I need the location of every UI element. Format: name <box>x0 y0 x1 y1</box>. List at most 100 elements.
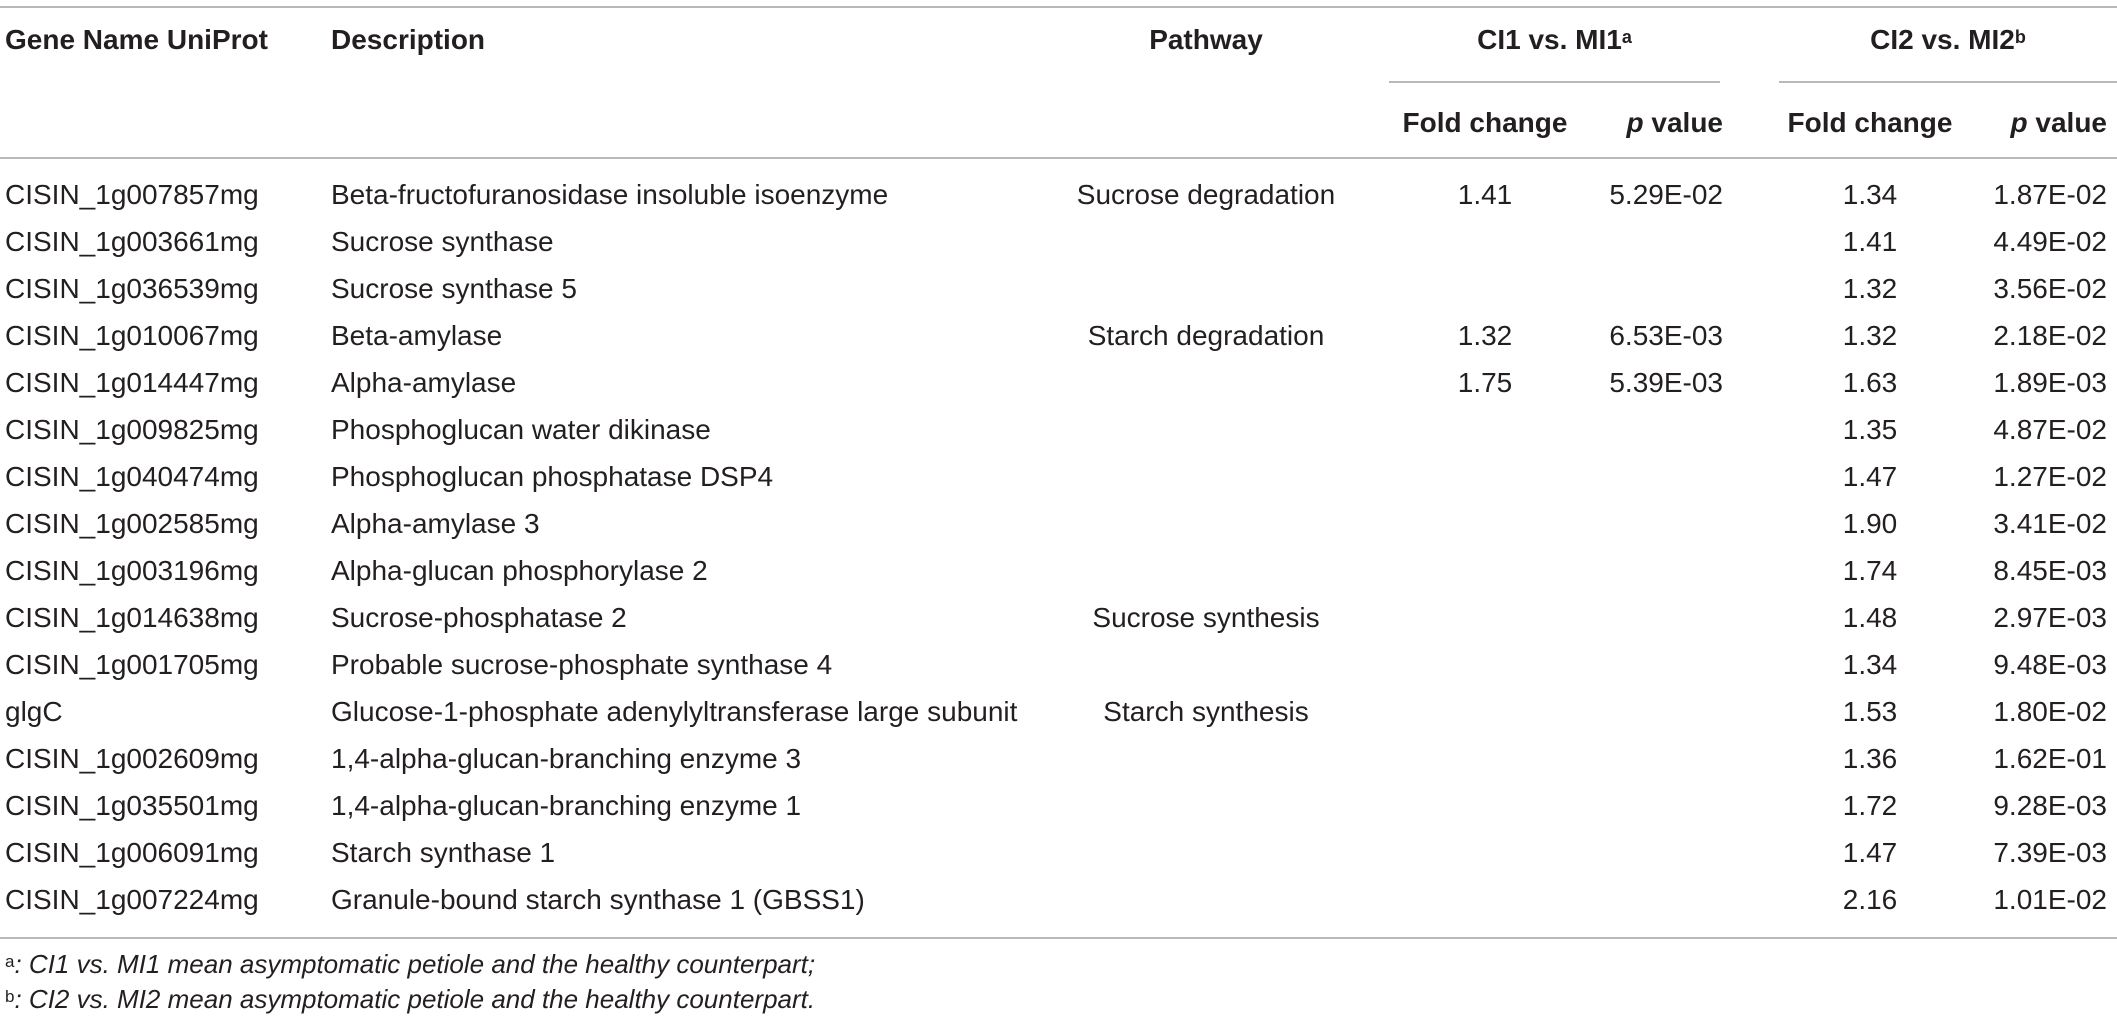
cell-description: Sucrose-phosphatase 2 <box>331 602 627 633</box>
table-top-rule <box>0 6 2117 8</box>
cell-p-value-2: 1.80E-02 <box>1993 696 2107 727</box>
cell-p-value-2: 2.18E-02 <box>1993 320 2107 351</box>
cell-gene: CISIN_1g001705mg <box>5 649 259 680</box>
cell-p-value-2: 3.41E-02 <box>1993 508 2107 539</box>
header-group-2: CI2 vs. MI2b <box>1779 24 2117 59</box>
cell-gene: CISIN_1g036539mg <box>5 273 259 304</box>
footnote-b: b: CI2 vs. MI2 mean asymptomatic petiole… <box>5 984 815 1018</box>
cell-pathway: Starch synthesis <box>1103 696 1309 727</box>
table-row: CISIN_1g006091mg Starch synthase 1 1.47 … <box>0 829 2117 876</box>
cell-p-value-2: 1.62E-01 <box>1993 743 2107 774</box>
cell-description: Granule-bound starch synthase 1 (GBSS1) <box>331 884 865 915</box>
cell-description: 1,4-alpha-glucan-branching enzyme 3 <box>331 743 802 774</box>
cell-fold-change-2: 1.32 <box>1842 320 1898 351</box>
header-value-2: value <box>2027 107 2107 138</box>
cell-fold-change-1: 1.41 <box>1457 179 1513 210</box>
header-pathway: Pathway <box>1149 24 1263 55</box>
cell-p-value-1: 5.39E-03 <box>1609 367 1723 398</box>
header-p-italic-2: p <box>2010 107 2028 138</box>
header-description: Description <box>331 24 486 55</box>
cell-fold-change-2: 1.36 <box>1842 743 1898 774</box>
cell-fold-change-2: 1.63 <box>1842 367 1898 398</box>
table-row: glgC Glucose-1-phosphate adenylyltransfe… <box>0 688 2117 735</box>
header-bottom-rule <box>0 157 2117 159</box>
cell-fold-change-2: 1.53 <box>1842 696 1898 727</box>
cell-p-value-2: 1.89E-03 <box>1993 367 2107 398</box>
footnote-a-text: : CI1 vs. MI1 mean asymptomatic petiole … <box>14 949 816 979</box>
cell-p-value-1: 5.29E-02 <box>1609 179 1723 210</box>
cell-description: 1,4-alpha-glucan-branching enzyme 1 <box>331 790 802 821</box>
cell-fold-change-2: 2.16 <box>1842 884 1898 915</box>
cell-description: Starch synthase 1 <box>331 837 556 868</box>
cell-description: Phosphoglucan water dikinase <box>331 414 711 445</box>
cell-gene: CISIN_1g003196mg <box>5 555 259 586</box>
table-row: CISIN_1g003196mg Alpha-glucan phosphoryl… <box>0 547 2117 594</box>
cell-description: Glucose-1-phosphate adenylyltransferase … <box>331 696 1018 727</box>
header-p-value-1: p value <box>1583 107 1724 139</box>
header-fold-change-1: Fold change <box>1402 107 1568 138</box>
table-row: CISIN_1g035501mg 1,4-alpha-glucan-branch… <box>0 782 2117 829</box>
table-row: CISIN_1g009825mg Phosphoglucan water dik… <box>0 406 2117 453</box>
cell-fold-change-1: 1.32 <box>1457 320 1513 351</box>
header-value-1: value <box>1643 107 1723 138</box>
cell-gene: CISIN_1g040474mg <box>5 461 259 492</box>
footnote-b-sup: b <box>5 987 15 1006</box>
group-2-rule <box>1779 81 2117 83</box>
cell-gene: CISIN_1g006091mg <box>5 837 259 868</box>
cell-p-value-2: 4.49E-02 <box>1993 226 2107 257</box>
table-row: CISIN_1g001705mg Probable sucrose-phosph… <box>0 641 2117 688</box>
cell-description: Sucrose synthase <box>331 226 554 257</box>
footnote-a: a: CI1 vs. MI1 mean asymptomatic petiole… <box>5 949 815 983</box>
cell-p-value-2: 9.28E-03 <box>1993 790 2107 821</box>
table-bottom-rule <box>0 937 2117 939</box>
footnote-b-text: : CI2 vs. MI2 mean asymptomatic petiole … <box>14 984 816 1014</box>
table-row: CISIN_1g002609mg 1,4-alpha-glucan-branch… <box>0 735 2117 782</box>
cell-gene: glgC <box>5 696 63 727</box>
cell-description: Alpha-amylase 3 <box>331 508 540 539</box>
cell-gene: CISIN_1g002585mg <box>5 508 259 539</box>
cell-pathway: Sucrose synthesis <box>1092 602 1320 633</box>
table-row: CISIN_1g014447mg Alpha-amylase 1.75 5.39… <box>0 359 2117 406</box>
cell-p-value-2: 1.27E-02 <box>1993 461 2107 492</box>
header-gene: Gene Name UniProt <box>5 24 268 55</box>
cell-description: Beta-fructofuranosidase insoluble isoenz… <box>331 179 889 210</box>
cell-pathway: Starch degradation <box>1087 320 1325 351</box>
cell-fold-change-2: 1.41 <box>1842 226 1898 257</box>
cell-p-value-2: 1.87E-02 <box>1993 179 2107 210</box>
cell-description: Probable sucrose-phosphate synthase 4 <box>331 649 833 680</box>
header-fold-change-2: Fold change <box>1787 107 1953 138</box>
cell-fold-change-2: 1.32 <box>1842 273 1898 304</box>
table-row: CISIN_1g040474mg Phosphoglucan phosphata… <box>0 453 2117 500</box>
cell-fold-change-1: 1.75 <box>1457 367 1513 398</box>
cell-p-value-2: 2.97E-03 <box>1993 602 2107 633</box>
cell-fold-change-2: 1.74 <box>1842 555 1898 586</box>
header-group-1: CI1 vs. MI1a <box>1389 24 1720 59</box>
cell-p-value-1: 6.53E-03 <box>1609 320 1723 351</box>
cell-gene: CISIN_1g035501mg <box>5 790 259 821</box>
table-row: CISIN_1g010067mg Beta-amylase Starch deg… <box>0 312 2117 359</box>
table-row: CISIN_1g003661mg Sucrose synthase 1.41 4… <box>0 218 2117 265</box>
cell-fold-change-2: 1.48 <box>1842 602 1898 633</box>
cell-description: Alpha-amylase <box>331 367 517 398</box>
cell-fold-change-2: 1.90 <box>1842 508 1898 539</box>
cell-fold-change-2: 1.47 <box>1842 837 1898 868</box>
header-p-italic-1: p <box>1626 107 1644 138</box>
footnote-a-sup: a <box>5 952 15 971</box>
cell-p-value-2: 1.01E-02 <box>1993 884 2107 915</box>
cell-description: Beta-amylase <box>331 320 503 351</box>
cell-gene: CISIN_1g007224mg <box>5 884 259 915</box>
cell-fold-change-2: 1.72 <box>1842 790 1898 821</box>
cell-p-value-2: 4.87E-02 <box>1993 414 2107 445</box>
header-p-value-2: p value <box>1967 107 2108 139</box>
cell-fold-change-2: 1.34 <box>1842 649 1898 680</box>
header-group-1-sup: a <box>1621 27 1632 47</box>
cell-fold-change-2: 1.34 <box>1842 179 1898 210</box>
cell-gene: CISIN_1g014638mg <box>5 602 259 633</box>
cell-p-value-2: 9.48E-03 <box>1993 649 2107 680</box>
table-row: CISIN_1g007857mg Beta-fructofuranosidase… <box>0 171 2117 218</box>
header-group-1-label: CI1 vs. MI1 <box>1477 24 1622 55</box>
cell-gene: CISIN_1g003661mg <box>5 226 259 257</box>
cell-description: Sucrose synthase 5 <box>331 273 577 304</box>
header-group-2-sup: b <box>2014 27 2026 47</box>
cell-p-value-2: 3.56E-02 <box>1993 273 2107 304</box>
